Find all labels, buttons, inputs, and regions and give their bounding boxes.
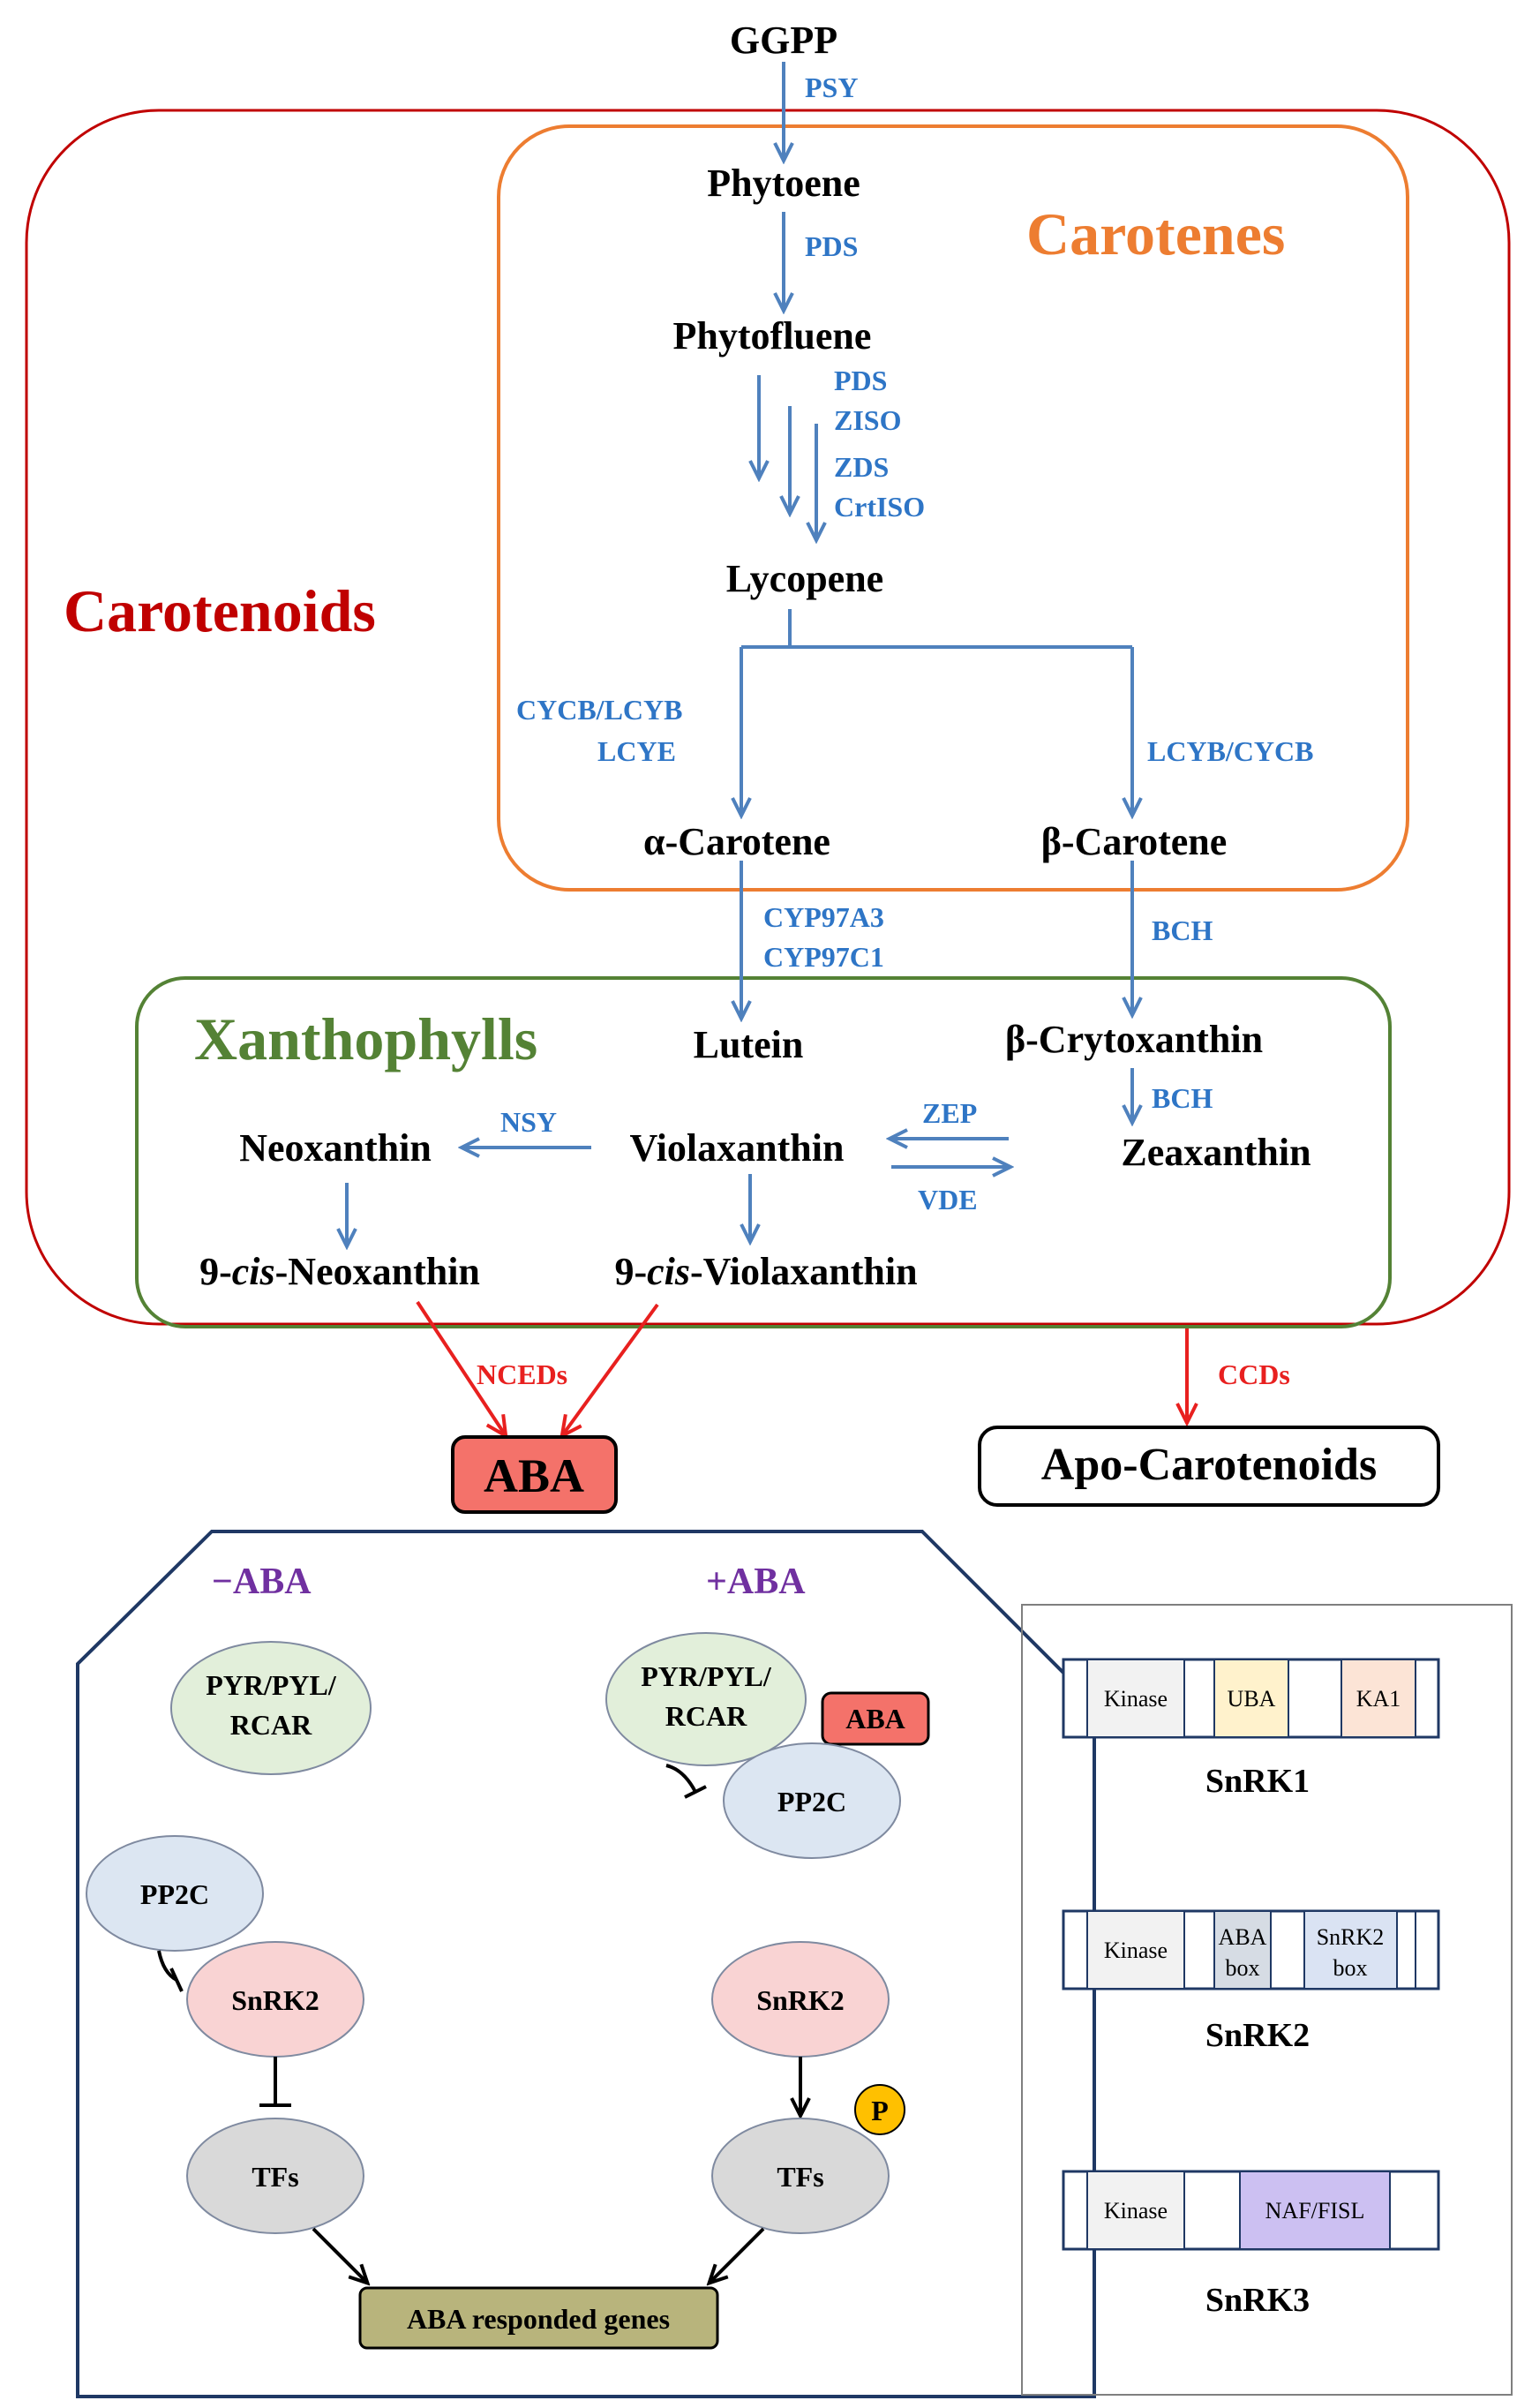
phospho-label: P bbox=[871, 2095, 889, 2126]
aba-tag bbox=[821, 1691, 930, 1746]
tfs-plus-label: TFs bbox=[777, 2161, 823, 2193]
aba-tag-label: ABA bbox=[845, 1703, 905, 1735]
inhibit-receptor-pp2c bbox=[665, 1764, 697, 1793]
snrk3-domain: Kinase NAF/FISL bbox=[1062, 2170, 1440, 2251]
arrow-tfs-plus-genes bbox=[710, 2227, 765, 2282]
pp2c-minus-label: PP2C bbox=[140, 1878, 209, 1910]
tfs-plus bbox=[711, 2118, 890, 2234]
enzyme-pds-1: PDS bbox=[805, 230, 858, 262]
apo-carotenoids-box bbox=[978, 1426, 1440, 1507]
enzyme-crtiso: CrtISO bbox=[834, 491, 925, 523]
receptor-minus bbox=[170, 1641, 372, 1775]
arrow-9cis-vio-aba bbox=[563, 1303, 659, 1434]
plus-aba-label: +ABA bbox=[706, 1561, 806, 1602]
beta-crytoxanthin-label: β-Crytoxanthin bbox=[1005, 1018, 1263, 1061]
receptor-plus bbox=[605, 1632, 807, 1766]
violaxanthin-label: Violaxanthin bbox=[630, 1126, 845, 1170]
enzyme-lcyb-cycb: LCYB/CYCB bbox=[1147, 735, 1313, 767]
snrk2-aba-box-l1: ABA bbox=[1219, 1924, 1267, 1950]
snrk2-box-l2: box bbox=[1333, 1955, 1368, 1981]
enzyme-nsy: NSY bbox=[500, 1106, 557, 1138]
xanthophylls-frame bbox=[135, 976, 1392, 1328]
signaling-frame bbox=[76, 1530, 1096, 2398]
beta-carotene-label: β-Carotene bbox=[1041, 820, 1228, 863]
enzyme-cyp97c1: CYP97C1 bbox=[763, 941, 884, 973]
tfs-minus-label: TFs bbox=[252, 2161, 298, 2193]
9-cis-neoxanthin-label: 9-cis-Neoxanthin bbox=[199, 1250, 480, 1293]
snrk1-kinase-label: Kinase bbox=[1104, 1686, 1168, 1712]
enzyme-ccds: CCDs bbox=[1218, 1358, 1290, 1390]
minus-aba-label: −ABA bbox=[212, 1561, 312, 1602]
tfs-minus bbox=[186, 2118, 364, 2234]
snrk1-ka1-label: KA1 bbox=[1356, 1686, 1401, 1712]
enzyme-lcye: LCYE bbox=[597, 735, 676, 767]
phospho-badge bbox=[854, 2084, 905, 2135]
snrk3-kinase-label: Kinase bbox=[1104, 2198, 1168, 2224]
phytofluene-label: Phytofluene bbox=[673, 314, 872, 357]
receptor-minus-line1: PYR/PYL/ bbox=[206, 1669, 337, 1701]
pp2c-plus bbox=[723, 1742, 901, 1859]
lycopene-branch bbox=[741, 609, 1132, 649]
snrk3-name: SnRK3 bbox=[1205, 2282, 1310, 2319]
alpha-carotene-label: α-Carotene bbox=[643, 820, 830, 863]
snrk1-domain: Kinase UBA KA1 bbox=[1062, 1658, 1440, 1739]
snrk2-plus-label: SnRK2 bbox=[756, 1984, 845, 2016]
carotenoids-frame bbox=[25, 109, 1511, 1326]
ggpp-label: GGPP bbox=[730, 19, 837, 62]
aba-box bbox=[451, 1435, 618, 1514]
snrk1-uba-label: UBA bbox=[1228, 1686, 1276, 1712]
responded-genes-box bbox=[358, 2286, 719, 2350]
arrow-tfs-minus-genes bbox=[312, 2227, 366, 2282]
enzyme-cyp97a3: CYP97A3 bbox=[763, 901, 884, 933]
phytoene-label: Phytoene bbox=[707, 162, 860, 205]
snrk2-box-l1: SnRK2 bbox=[1317, 1924, 1385, 1950]
lycopene-label: Lycopene bbox=[726, 557, 883, 600]
receptor-plus-line2: RCAR bbox=[665, 1700, 747, 1732]
enzyme-bch-1: BCH bbox=[1152, 914, 1213, 946]
enzyme-psy: PSY bbox=[805, 71, 858, 103]
snrk3-naf-label: NAF/FISL bbox=[1265, 2198, 1365, 2224]
inhibit-bar-2 bbox=[169, 1968, 184, 1992]
enzyme-vde: VDE bbox=[918, 1184, 978, 1215]
snrk2-aba-box-l2: box bbox=[1226, 1955, 1260, 1981]
kinase-panel bbox=[1021, 1604, 1513, 2396]
enzyme-nceds: NCEDs bbox=[477, 1358, 567, 1390]
receptor-minus-line2: RCAR bbox=[230, 1709, 312, 1741]
snrk2-name: SnRK2 bbox=[1205, 2017, 1310, 2054]
enzyme-zep: ZEP bbox=[922, 1097, 977, 1129]
snrk2-domain: Kinase ABA box SnRK2 box bbox=[1062, 1909, 1440, 1990]
receptor-plus-line1: PYR/PYL/ bbox=[641, 1660, 772, 1692]
9-cis-violaxanthin-label: 9-cis-Violaxanthin bbox=[614, 1250, 917, 1293]
snrk1-name: SnRK1 bbox=[1205, 1763, 1310, 1800]
arrow-9cis-neo-aba bbox=[416, 1300, 505, 1434]
enzyme-pds-2: PDS bbox=[834, 365, 887, 396]
enzyme-ziso: ZISO bbox=[834, 404, 901, 436]
carotenes-frame bbox=[497, 124, 1409, 892]
responded-genes-label: ABA responded genes bbox=[407, 2303, 670, 2335]
pp2c-plus-label: PP2C bbox=[777, 1786, 846, 1817]
enzyme-cycb-lcyb: CYCB/LCYB bbox=[516, 694, 682, 726]
aba-label: ABA bbox=[484, 1449, 584, 1502]
enzyme-bch-2: BCH bbox=[1152, 1082, 1213, 1114]
carotenes-label: Carotenes bbox=[1026, 200, 1285, 267]
xanthophylls-label: Xanthophylls bbox=[194, 1005, 537, 1072]
apo-carotenoids-label: Apo-Carotenoids bbox=[1041, 1440, 1377, 1490]
inhibit-bar-1 bbox=[684, 1785, 707, 1799]
enzyme-zds: ZDS bbox=[834, 451, 889, 483]
snrk2-kinase-label: Kinase bbox=[1104, 1938, 1168, 1963]
neoxanthin-label: Neoxanthin bbox=[239, 1126, 432, 1170]
snrk2-minus-label: SnRK2 bbox=[231, 1984, 319, 2016]
pp2c-minus bbox=[86, 1835, 264, 1952]
lutein-label: Lutein bbox=[694, 1023, 804, 1066]
carotenoids-label: Carotenoids bbox=[64, 577, 376, 644]
zeaxanthin-label: Zeaxanthin bbox=[1121, 1131, 1310, 1174]
